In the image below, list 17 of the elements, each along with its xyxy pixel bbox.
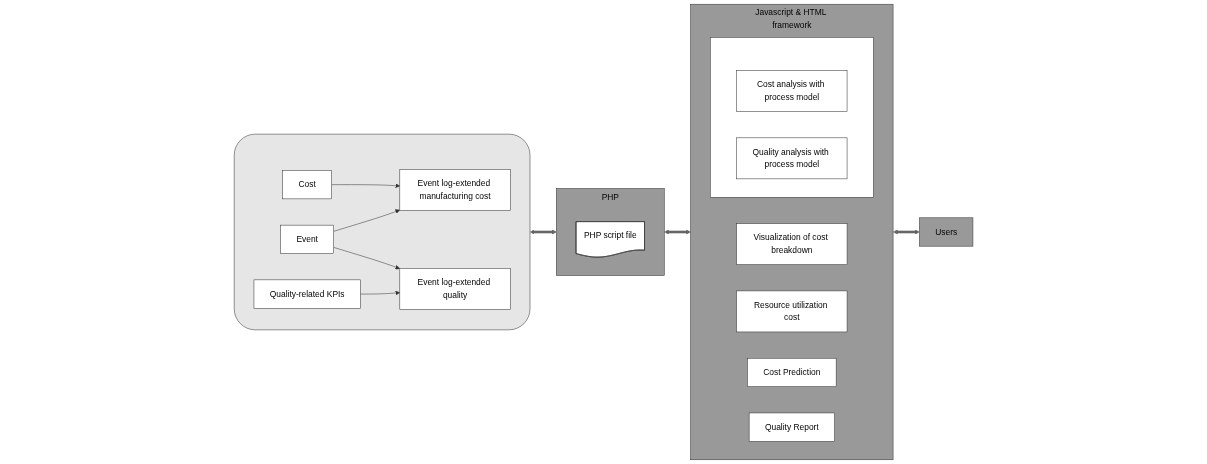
arrow — [529, 229, 557, 235]
cluster — [233, 133, 531, 331]
arrow — [893, 229, 920, 235]
node-box: Event — [280, 224, 334, 254]
node-box: Cost — [282, 170, 332, 200]
node-box: Cost analysis with process model — [736, 70, 848, 112]
node-box: Resource utilization cost — [736, 290, 848, 333]
node-box: Event log-extended manufacturing cost — [399, 169, 511, 211]
node-box: Visualization of cost breakdown — [736, 223, 848, 265]
arrow — [664, 229, 691, 235]
node-box: Event log-extended quality — [399, 268, 511, 310]
node-box: Quality analysis with process model — [736, 137, 848, 180]
node-box: Cost Prediction — [747, 358, 837, 387]
node-box: Users — [919, 217, 974, 247]
node-box: Quality-related KPIs — [253, 279, 361, 309]
cluster — [709, 37, 874, 198]
node-box: Quality Report — [748, 412, 835, 442]
